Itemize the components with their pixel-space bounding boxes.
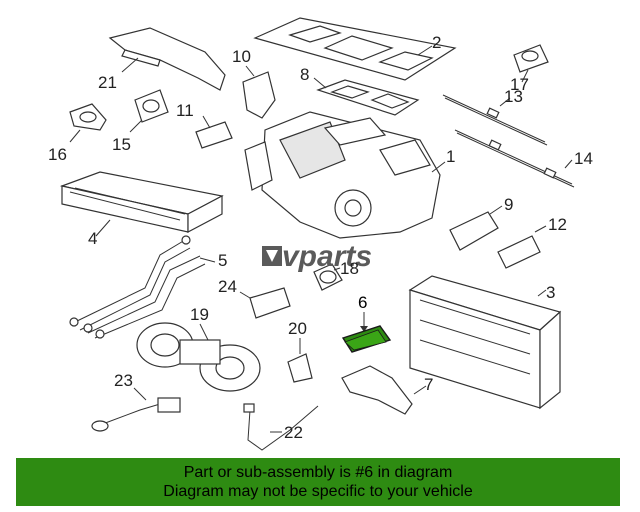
part-13-control-cable xyxy=(442,94,548,146)
callout-3[interactable]: 3 xyxy=(546,283,555,302)
banner-line-2: Diagram may not be specific to your vehi… xyxy=(163,483,473,500)
callout-21[interactable]: 21 xyxy=(98,73,117,92)
callout-18[interactable]: 18 xyxy=(340,259,359,278)
part-9-actuator xyxy=(449,205,503,251)
part-3-evaporator xyxy=(408,275,562,410)
callout-6[interactable]: 6 xyxy=(358,293,367,312)
part-18-cover xyxy=(313,263,343,291)
callout-12[interactable]: 12 xyxy=(548,215,567,234)
part-21-air-duct xyxy=(108,27,226,91)
part-10-bracket xyxy=(242,65,276,119)
part-6-highlighted xyxy=(341,312,392,353)
part-15-cover xyxy=(129,89,169,133)
callout-15[interactable]: 15 xyxy=(112,135,131,154)
svg-text:vparts: vparts xyxy=(282,240,372,273)
part-11-flap xyxy=(195,115,233,149)
part-17-cap xyxy=(513,44,549,83)
part-1-heater-housing xyxy=(244,111,446,239)
callout-22[interactable]: 22 xyxy=(284,423,303,442)
part-12-flap xyxy=(497,225,547,269)
banner-line-1: Part or sub-assembly is #6 in diagram xyxy=(183,464,453,481)
callout-4[interactable]: 4 xyxy=(88,229,97,248)
vparts-logo: vparts xyxy=(262,240,372,273)
part-16-damper xyxy=(69,103,107,143)
part-24-resistor xyxy=(239,287,291,319)
callout-17[interactable]: 17 xyxy=(510,75,529,94)
part-23-sensor xyxy=(91,387,181,432)
callout-24[interactable]: 24 xyxy=(218,277,237,296)
callout-11[interactable]: 11 xyxy=(176,101,194,120)
part-7-duct xyxy=(341,365,427,415)
callout-20[interactable]: 20 xyxy=(288,319,307,338)
part-20-clip xyxy=(287,338,313,383)
part-4-heater-core xyxy=(59,171,224,237)
info-banner: Part or sub-assembly is #6 in diagram Di… xyxy=(16,458,620,506)
callout-16[interactable]: 16 xyxy=(48,145,67,164)
callout-14[interactable]: 14 xyxy=(574,149,593,168)
part-14-control-cable xyxy=(454,129,575,188)
callout-5[interactable]: 5 xyxy=(218,251,227,270)
callout-23[interactable]: 23 xyxy=(114,371,133,390)
part-19-blower-motor xyxy=(136,322,261,392)
part-8-filter-housing xyxy=(313,77,420,116)
part-5-heater-pipes xyxy=(69,235,216,339)
callout-8[interactable]: 8 xyxy=(300,65,309,84)
callout-2[interactable]: 2 xyxy=(432,33,441,52)
callout-13[interactable]: 13 xyxy=(504,87,523,106)
callout-9[interactable]: 9 xyxy=(504,195,513,214)
callout-7[interactable]: 7 xyxy=(424,375,433,394)
callout-10[interactable]: 10 xyxy=(232,47,251,66)
part-22-sensor-wire xyxy=(243,403,319,451)
callout-19[interactable]: 19 xyxy=(190,305,209,324)
callout-1[interactable]: 1 xyxy=(446,147,455,166)
part-2-seal-frame xyxy=(253,17,457,81)
